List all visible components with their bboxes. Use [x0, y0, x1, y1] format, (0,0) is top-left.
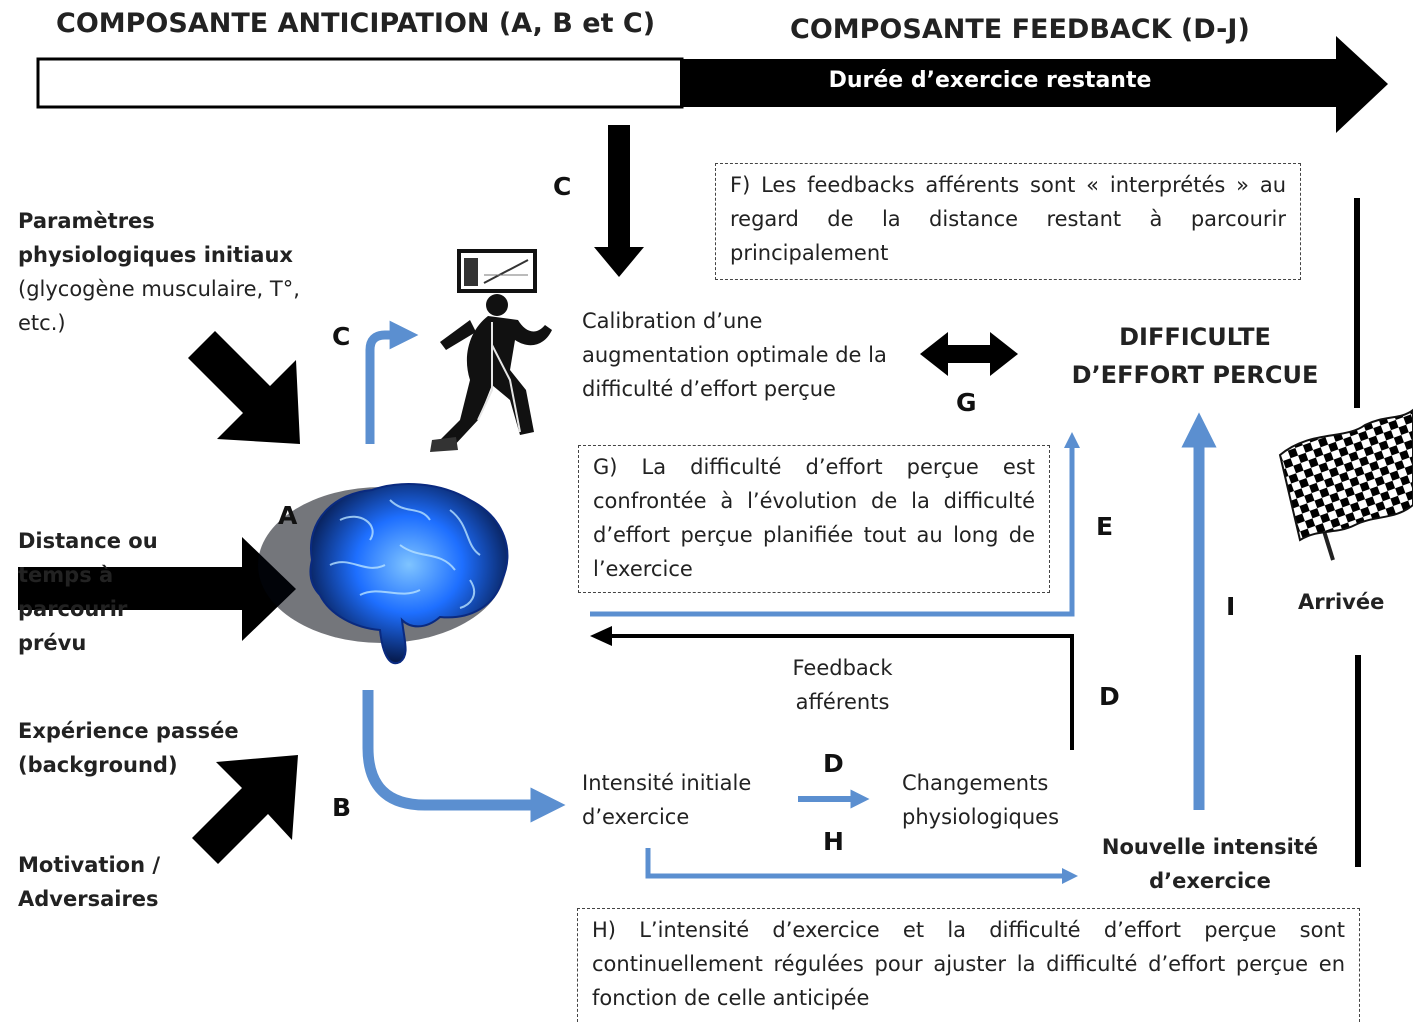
arrow-e — [590, 431, 1081, 617]
letter-d-mid: D — [823, 749, 844, 778]
letter-c-top: C — [553, 172, 572, 201]
double-arrow-g — [920, 332, 1018, 376]
arrow-feedback — [590, 626, 1074, 750]
letter-h: H — [823, 827, 844, 856]
runner-icon — [430, 249, 552, 452]
input-distance-label: Distance ou temps à parcourir prévu — [18, 529, 158, 655]
brain-icon — [258, 483, 509, 665]
calibration-node: Calibration d’une augmentation optimale … — [582, 309, 887, 401]
input-motivation-label: Motivation / Adversaires — [18, 853, 161, 911]
anticipation-segment — [36, 57, 684, 109]
input-physio-detail: (glycogène musculaire, T°, etc.) — [18, 277, 300, 335]
new-intensity-node: Nouvelle intensité d’exercice — [1101, 835, 1319, 893]
letter-d-right: D — [1099, 682, 1120, 711]
letter-i: I — [1226, 592, 1236, 621]
input-physio-label: Paramètres physiologiques initiaux — [18, 209, 293, 267]
header-anticipation: COMPOSANTE ANTICIPATION (A, B et C) — [56, 8, 656, 39]
letter-b: B — [332, 793, 352, 822]
physio-changes-node: Changements physiologiques — [902, 771, 1060, 829]
timeline-bar — [36, 36, 1388, 133]
feedback-arrow — [680, 36, 1388, 133]
input-arrow-distance — [18, 537, 296, 641]
feedback-node: Feedback afférents — [792, 656, 893, 714]
arrow-b — [362, 690, 566, 823]
checkered-flag-icon — [1278, 408, 1413, 561]
letter-g: G — [956, 388, 977, 417]
note-g: G) La difficulté d’effort perçue est con… — [578, 445, 1050, 593]
note-h: H) L’intensité d’exercice et la difficul… — [577, 908, 1360, 1022]
arrow-c-up — [365, 320, 419, 444]
input-arrow-experience — [192, 755, 298, 864]
perceived-difficulty-node: DIFFICULTE D’EFFORT PERCUE — [1071, 323, 1319, 389]
input-experience-label: Expérience passée (background) — [18, 719, 239, 777]
arrow-h — [645, 848, 1079, 885]
input-arrow-physio — [188, 331, 300, 444]
initial-intensity-node: Intensité initiale d’exercice — [582, 771, 752, 829]
arrow-c-down — [594, 125, 644, 277]
header-feedback: COMPOSANTE FEEDBACK (D-J) — [790, 14, 1250, 45]
letter-a: A — [278, 501, 298, 530]
letter-c-left: C — [332, 322, 351, 351]
finish-label: Arrivée — [1298, 590, 1385, 614]
remaining-duration-label: Durée d’exercice restante — [828, 68, 1152, 93]
note-f: F) Les feedbacks afférents sont « interp… — [715, 163, 1301, 280]
letter-e: E — [1096, 512, 1114, 541]
